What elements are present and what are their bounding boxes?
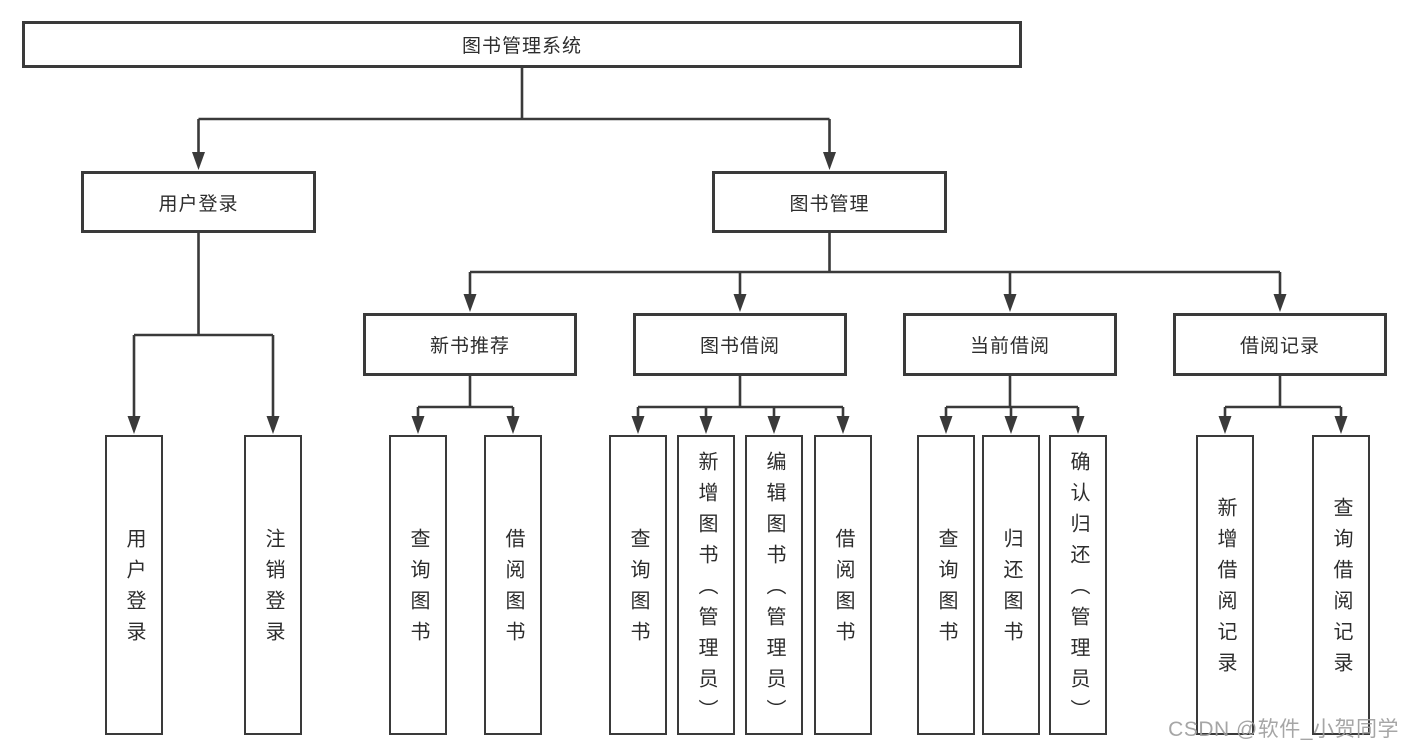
node-leaf-user-login: 用户登录 (105, 435, 163, 735)
node-root: 图书管理系统 (22, 21, 1022, 68)
arrowhead-icon (836, 416, 850, 434)
arrowhead-icon (127, 416, 141, 434)
node-leaf-logout: 注销登录 (244, 435, 302, 735)
node-book-mgmt: 图书管理 (712, 171, 947, 233)
node-leaf-edit-book: 编辑图书（管理员） (745, 435, 803, 735)
node-book-borrow: 图书借阅 (633, 313, 847, 376)
node-leaf-query-record: 查询借阅记录 (1312, 435, 1370, 735)
arrowhead-icon (411, 416, 425, 434)
arrowhead-icon (1334, 416, 1348, 434)
node-user-login: 用户登录 (81, 171, 316, 233)
node-leaf-query-book-3: 查询图书 (917, 435, 975, 735)
arrowhead-icon (733, 294, 747, 312)
arrowhead-icon (266, 416, 280, 434)
arrowhead-icon (1273, 294, 1287, 312)
arrowhead-icon (767, 416, 781, 434)
node-new-book-rec: 新书推荐 (363, 313, 577, 376)
node-leaf-add-record: 新增借阅记录 (1196, 435, 1254, 735)
arrowhead-icon (1218, 416, 1232, 434)
arrowhead-icon (463, 294, 477, 312)
arrowhead-icon (506, 416, 520, 434)
arrowhead-icon (192, 152, 205, 170)
arrowhead-icon (1003, 294, 1017, 312)
node-leaf-borrow-book-2: 借阅图书 (814, 435, 872, 735)
arrowhead-icon (1071, 416, 1085, 434)
node-leaf-borrow-book-1: 借阅图书 (484, 435, 542, 735)
node-leaf-add-book: 新增图书（管理员） (677, 435, 735, 735)
node-leaf-return-book: 归还图书 (982, 435, 1040, 735)
node-borrow-records: 借阅记录 (1173, 313, 1387, 376)
arrowhead-icon (939, 416, 953, 434)
arrowhead-icon (1004, 416, 1018, 434)
node-leaf-query-book-1: 查询图书 (389, 435, 447, 735)
arrowhead-icon (631, 416, 645, 434)
arrowhead-icon (823, 152, 836, 170)
watermark: CSDN @软件_小贺同学 (1168, 718, 1399, 741)
node-leaf-confirm-return: 确认归还（管理员） (1049, 435, 1107, 735)
connector-path (132, 68, 1343, 420)
node-current-borrow: 当前借阅 (903, 313, 1117, 376)
arrowhead-icon (699, 416, 713, 434)
node-leaf-query-book-2: 查询图书 (609, 435, 667, 735)
